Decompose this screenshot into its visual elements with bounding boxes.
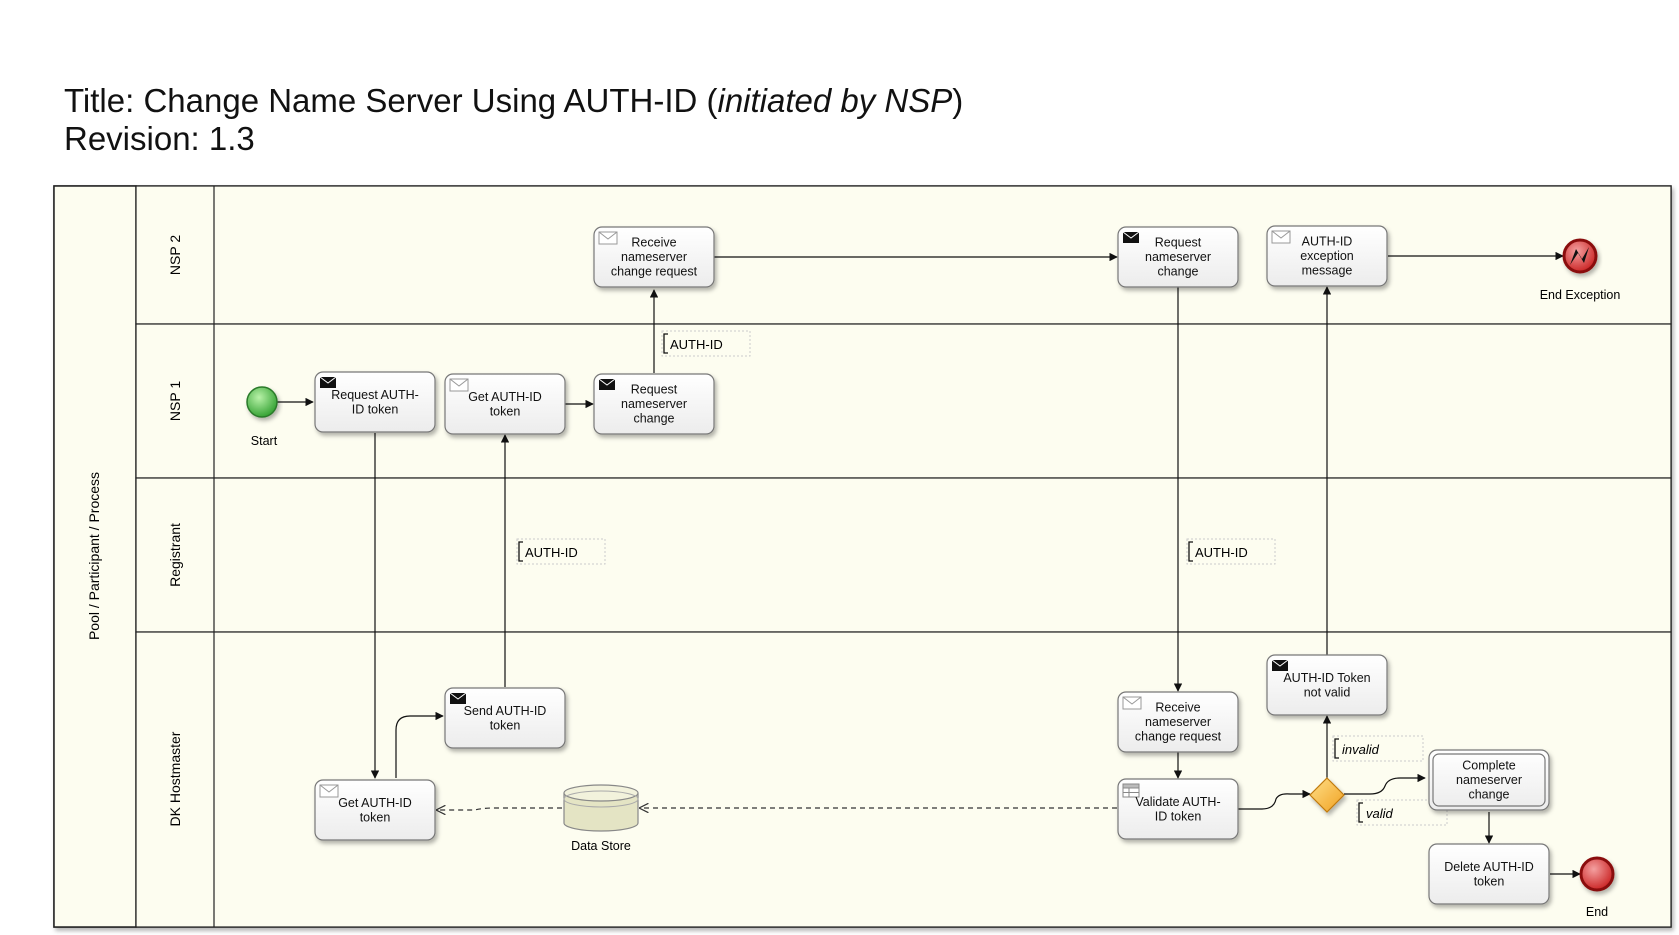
- annotation-authid-registrant-left: AUTH-ID: [516, 538, 606, 565]
- annotation-authid-nsp1: AUTH-ID: [661, 330, 751, 357]
- data-associations: [437, 808, 1117, 810]
- svg-text:valid: valid: [1366, 806, 1394, 821]
- task-request-authid-token[interactable]: Request AUTH-ID token: [314, 371, 436, 433]
- send-message-icon: [319, 376, 337, 389]
- lane-registrant: Registrant: [135, 477, 1672, 633]
- diagram-title: Title: Change Name Server Using AUTH-ID …: [64, 82, 963, 120]
- lane-label: Registrant: [167, 523, 183, 587]
- receive-message-icon: [598, 231, 618, 245]
- svg-text:AUTH-ID: AUTH-ID: [670, 337, 723, 352]
- revision-label: Revision: 1.3: [64, 120, 255, 157]
- title-suffix: ): [952, 82, 964, 119]
- send-message-icon: [598, 378, 616, 391]
- business-rule-icon: [1122, 783, 1140, 798]
- flow-validate-to-gateway: [1238, 789, 1311, 810]
- annotation-authid-registrant-right: AUTH-ID: [1186, 538, 1276, 565]
- task-label: Request AUTH-ID token: [331, 388, 419, 417]
- exclusive-gateway[interactable]: [1309, 777, 1345, 813]
- annotation-valid: valid: [1356, 799, 1448, 826]
- lane-label: NSP 2: [167, 235, 183, 275]
- receive-message-icon: [1122, 696, 1142, 710]
- lane-label: DK Hostmaster: [167, 731, 183, 826]
- start-event-label: Start: [251, 434, 278, 448]
- end-exception-event[interactable]: End Exception: [1540, 238, 1621, 302]
- data-store[interactable]: Data Store: [563, 784, 639, 853]
- pool-label: Pool / Participant / Process: [86, 472, 102, 640]
- receive-message-icon: [319, 784, 339, 798]
- svg-text:AUTH-ID: AUTH-ID: [525, 545, 578, 560]
- send-message-icon: [1122, 231, 1140, 244]
- end-event-label: End: [1586, 905, 1608, 919]
- error-bolt-icon: [1570, 247, 1589, 265]
- lane-label: NSP 1: [167, 381, 183, 421]
- task-label: Validate AUTH-ID token: [1135, 795, 1220, 824]
- receive-message-icon: [449, 378, 469, 392]
- svg-text:AUTH-ID: AUTH-ID: [1195, 545, 1248, 560]
- svg-text:invalid: invalid: [1342, 742, 1380, 757]
- sequence-flows: [277, 251, 1581, 879]
- flow-gateway-to-complete: [1344, 773, 1426, 795]
- title-prefix: Title: Change Name Server Using AUTH-ID …: [64, 82, 718, 119]
- end-event[interactable]: End: [1579, 856, 1615, 919]
- send-message-icon: [1271, 659, 1289, 672]
- assoc-datastore-to-get-authid: [437, 808, 562, 810]
- receive-message-icon: [1271, 230, 1291, 244]
- end-exception-label: End Exception: [1540, 288, 1621, 302]
- lane-nsp2: NSP 2: [135, 185, 1672, 325]
- title-italic: initiated by NSP: [717, 82, 953, 119]
- annotation-invalid: invalid: [1332, 735, 1424, 762]
- data-store-label: Data Store: [571, 839, 631, 853]
- send-message-icon: [449, 692, 467, 705]
- flow-get-authid-dk-to-send-authid: [395, 711, 444, 778]
- start-event[interactable]: Start: [246, 386, 278, 448]
- task-validate-authid-token[interactable]: Validate AUTH-ID token: [1117, 778, 1239, 840]
